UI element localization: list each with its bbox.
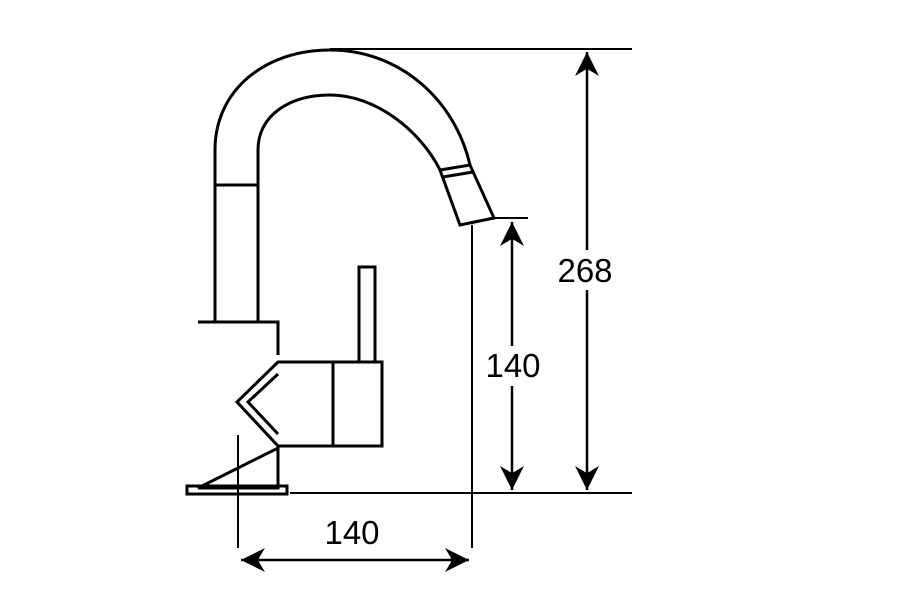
handle-block <box>331 360 384 448</box>
lever-connector <box>234 360 335 448</box>
handle-lever <box>357 265 377 364</box>
total-height-label: 268 <box>557 252 612 289</box>
spout-reach-label: 140 <box>324 514 379 551</box>
dimension-lines <box>237 48 632 572</box>
lever-connector-inner <box>245 372 280 436</box>
spout-inner-curve <box>256 93 442 185</box>
faucet-outline <box>185 48 497 496</box>
aerator-band <box>442 170 474 179</box>
spout-outer-curve <box>213 48 472 185</box>
spout-height-label: 140 <box>485 347 540 384</box>
dimension-labels: 268 140 140 <box>324 250 618 551</box>
